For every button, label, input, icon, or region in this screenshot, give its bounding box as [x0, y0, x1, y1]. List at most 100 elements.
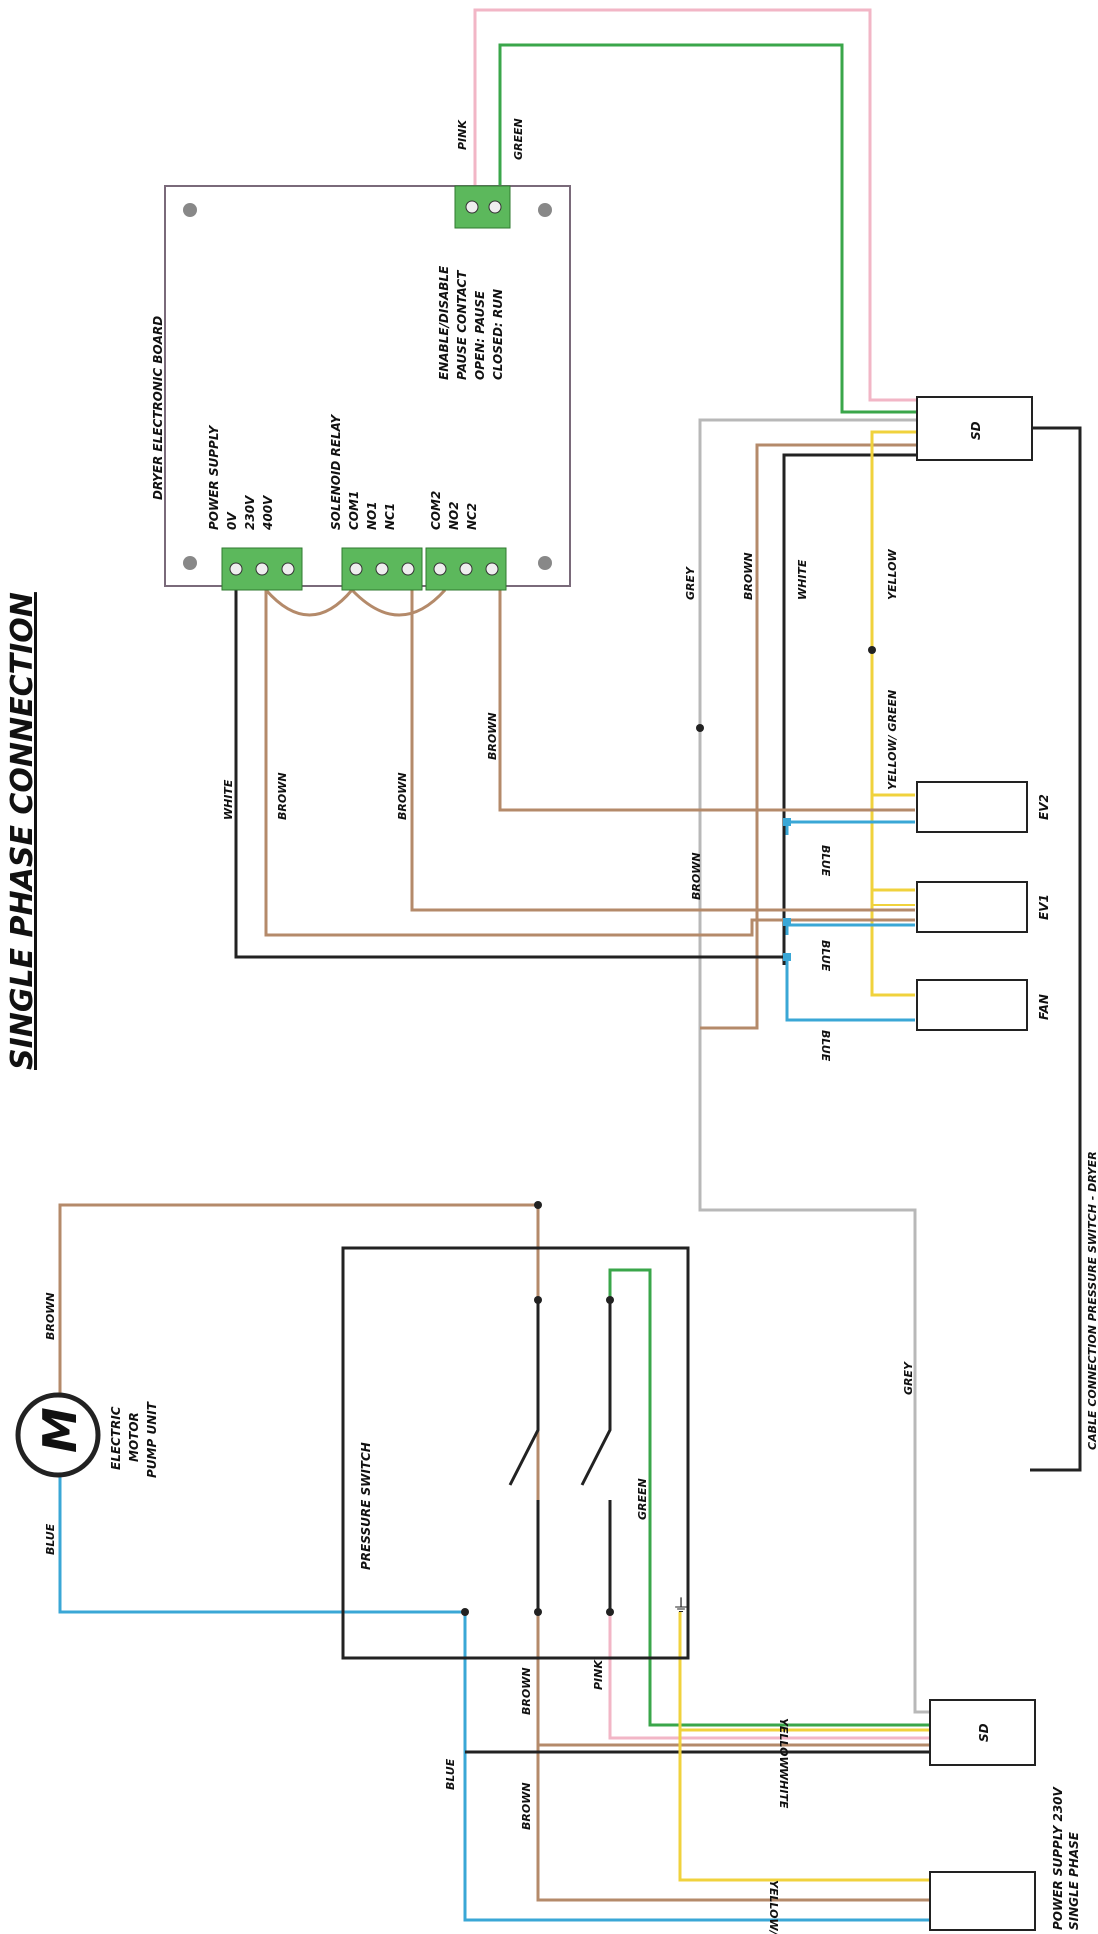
junction-square	[783, 953, 791, 961]
wire-blue-motor	[58, 1470, 930, 1922]
motor-line-3: PUMP UNIT	[145, 1401, 159, 1478]
230v-label: 230V	[243, 494, 257, 530]
power-supply-label: POWER SUPPLY	[207, 424, 221, 530]
sd-top-box	[916, 396, 1033, 461]
terminal-block-enable	[454, 185, 511, 229]
pressure-switch-contact-2	[580, 1300, 612, 1612]
wire-brown-psu	[536, 1730, 930, 1902]
label-white-bottom: WHITE	[777, 1768, 790, 1809]
wire-brown-nc1	[410, 590, 915, 912]
ground-symbol-icon: ⏚	[672, 1596, 690, 1617]
no2-label: NO2	[447, 501, 461, 530]
label-brown-bottom: BROWN	[520, 1782, 533, 1830]
wire-grey-sd-bottom	[913, 1460, 930, 1714]
label-brown-230v: BROWN	[276, 772, 289, 820]
ev1-box	[916, 881, 1028, 933]
ev2-label: EV2	[1037, 794, 1051, 820]
board-mounting-hole	[183, 556, 197, 570]
label-white-sd: WHITE	[796, 559, 809, 600]
wire-yellow-trunk	[870, 430, 917, 997]
label-yellow-green-sd: YELLOW/ GREEN	[886, 690, 899, 790]
motor-line-1: ELECTRIC	[109, 1406, 123, 1470]
wire-brown-motor	[58, 1203, 540, 1730]
board-mounting-hole	[183, 203, 197, 217]
ev1-label: EV1	[1037, 894, 1051, 920]
motor-symbol-letter: M	[33, 1407, 87, 1453]
wire-brown-nc2	[498, 590, 915, 812]
label-brown-ps: BROWN	[520, 1667, 533, 1715]
pressure-switch-contact-1	[508, 1300, 540, 1612]
label-pink-top: PINK	[456, 119, 469, 150]
wire-blue-fan	[785, 960, 915, 1022]
terminal-block-relay-1	[341, 547, 423, 591]
label-grey-top: GREY	[684, 566, 697, 600]
junction-square	[783, 918, 791, 926]
sd-top-label: SD	[969, 421, 983, 440]
board-title: DRYER ELECTRONIC BOARD	[151, 316, 165, 500]
wire-grey	[698, 418, 917, 1460]
no1-label: NO1	[365, 501, 379, 530]
label-brown-motor: BROWN	[44, 1292, 57, 1340]
solenoid-relay-label: SOLENOID RELAY	[329, 413, 343, 530]
label-blue-motor: BLUE	[44, 1523, 57, 1555]
label-grey-right: GREY	[902, 1361, 915, 1395]
com2-label: COM2	[429, 491, 443, 530]
wire-brown-230v	[264, 590, 915, 937]
enable-line-3: OPEN: PAUSE	[473, 290, 487, 380]
junction-dot	[461, 1608, 469, 1616]
label-cable-connection: CABLE CONNECTION PRESSURE SWITCH - DRYER	[1086, 1151, 1098, 1450]
fan-label: FAN	[1037, 994, 1051, 1020]
motor-line-2: MOTOR	[127, 1412, 141, 1462]
board-mounting-hole	[538, 556, 552, 570]
wire-blue-ev2	[785, 820, 915, 835]
wire-yellowgreen-psu	[678, 1612, 930, 1882]
label-yellow-green-bottom: YELLOW/GREEN	[767, 1880, 780, 1934]
wire-pink-bottom	[608, 1612, 930, 1740]
diagram-title: SINGLE PHASE CONNECTION	[5, 592, 40, 1070]
label-blue-ev1: BLUE	[819, 940, 832, 972]
sd-bottom-box	[929, 1699, 1036, 1766]
label-green-top: GREEN	[512, 118, 525, 160]
enable-line-2: PAUSE CONTACT	[455, 270, 469, 380]
wire-pink-top	[473, 8, 917, 402]
label-brown-nc1: BROWN	[396, 772, 409, 820]
power-supply-box	[929, 1871, 1036, 1931]
400v-label: 400V	[261, 494, 275, 531]
wire-green-ps	[608, 1268, 930, 1727]
electric-motor-symbol	[15, 1392, 101, 1478]
wire-cable-connection	[1030, 426, 1082, 1472]
nc1-label: NC1	[383, 503, 397, 530]
wire-green-top	[498, 43, 917, 414]
label-blue-ev2: BLUE	[819, 845, 832, 877]
label-blue-bottom: BLUE	[444, 1758, 457, 1790]
wire-brown-sd	[700, 443, 917, 1030]
fan-box	[916, 979, 1028, 1031]
label-yellow-sd: YELLOW	[886, 549, 899, 600]
dryer-electronic-board	[164, 185, 571, 587]
label-pink-ps: PINK	[592, 1659, 605, 1690]
com1-label: COM1	[347, 491, 361, 530]
label-blue-fan: BLUE	[819, 1030, 832, 1062]
label-green-ps: GREEN	[636, 1478, 649, 1520]
wire-blue-ev1	[785, 923, 915, 935]
power-supply-line-2: SINGLE PHASE	[1067, 1831, 1081, 1930]
wire-yellow-bottom	[678, 1612, 930, 1732]
terminal-block-relay-2	[425, 547, 507, 591]
board-mounting-hole	[538, 203, 552, 217]
sd-bottom-label: SD	[977, 1723, 991, 1742]
enable-line-1: ENABLE/DISABLE	[437, 265, 451, 380]
label-yellow-bottom: YELLOW	[777, 1718, 790, 1769]
ev2-box	[916, 781, 1028, 833]
ov-label: 0V	[225, 511, 239, 530]
junction-square	[783, 818, 791, 826]
pressure-switch-label: PRESSURE SWITCH	[359, 1442, 373, 1570]
junction-dot	[868, 646, 876, 654]
power-supply-line-1: POWER SUPPLY 230V	[1051, 1785, 1065, 1930]
label-brown-mid: BROWN	[690, 852, 703, 900]
nc2-label: NC2	[465, 503, 479, 530]
junction-dot	[696, 724, 704, 732]
pressure-switch-box	[341, 1246, 690, 1660]
label-white-board: WHITE	[222, 779, 235, 820]
junction-dot	[534, 1201, 542, 1209]
